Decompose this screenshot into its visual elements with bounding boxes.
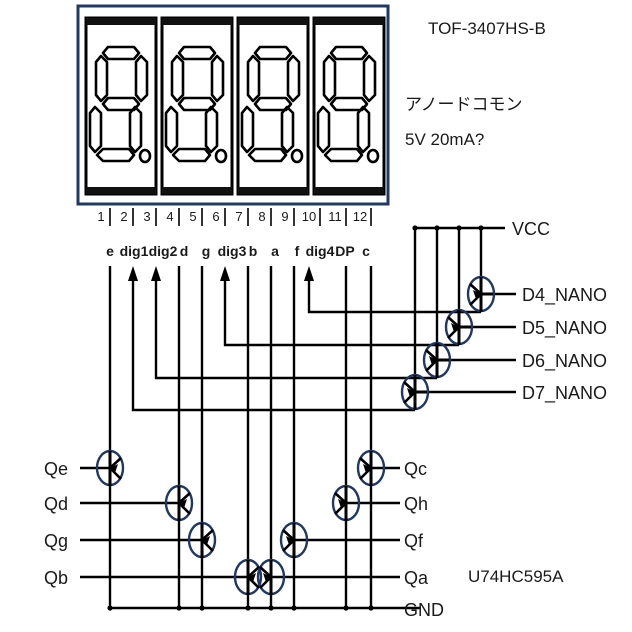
seven-segment-glyph-4 bbox=[316, 45, 380, 164]
arrow-dig4 bbox=[304, 266, 314, 281]
seven-segment-glyph-3 bbox=[240, 45, 304, 164]
arrow-dig3 bbox=[220, 266, 230, 281]
pin-label-b: b bbox=[249, 243, 258, 259]
pin-label-f: f bbox=[295, 243, 300, 259]
label-qb: Qb bbox=[44, 568, 68, 588]
pin-number-5: 5 bbox=[189, 209, 196, 224]
pin-label-g: g bbox=[202, 243, 211, 259]
label-d4-nano: D4_NANO bbox=[522, 285, 607, 306]
display-digit-3 bbox=[236, 16, 310, 196]
wire-dig3-to-d5 bbox=[223, 278, 459, 347]
label-qg: Qg bbox=[44, 531, 68, 551]
pin-number-4: 4 bbox=[166, 209, 173, 224]
pin-label-row: e dig1 dig2 d g dig3 b a f dig4 DP c bbox=[106, 243, 370, 259]
transistor-qg bbox=[187, 521, 217, 559]
label-qc: Qc bbox=[404, 459, 427, 479]
pin-number-1: 1 bbox=[97, 209, 104, 224]
display-module bbox=[76, 4, 390, 206]
label-qh: Qh bbox=[404, 494, 428, 514]
pin-number-row: 1 2 3 4 5 6 7 8 9 10 11 12 bbox=[97, 208, 372, 226]
label-shift-register: U74HC595A bbox=[468, 567, 564, 586]
pin-number-7: 7 bbox=[235, 209, 242, 224]
note-voltage-current: 5V 20mA? bbox=[405, 130, 484, 149]
transistor-d4 bbox=[466, 275, 496, 313]
label-d5-nano: D5_NANO bbox=[522, 318, 607, 339]
label-d7-nano: D7_NANO bbox=[522, 383, 607, 404]
transistor-qd bbox=[164, 484, 194, 522]
pin-number-12: 12 bbox=[353, 209, 367, 224]
pin-label-dig2: dig2 bbox=[149, 243, 178, 259]
wire-dig2-to-d6 bbox=[154, 278, 437, 380]
segment-driver-transistors-left bbox=[95, 449, 263, 596]
junction-dots bbox=[107, 225, 484, 611]
transistor-d7 bbox=[400, 373, 430, 411]
transistor-qc bbox=[356, 449, 386, 487]
pin-number-3: 3 bbox=[143, 209, 150, 224]
pin-number-10: 10 bbox=[302, 209, 316, 224]
label-d6-nano: D6_NANO bbox=[522, 351, 607, 372]
transistor-qe bbox=[95, 449, 125, 487]
arrow-dig2 bbox=[151, 266, 161, 281]
pin-label-a: a bbox=[271, 243, 279, 259]
display-digit-4 bbox=[312, 16, 386, 196]
label-qa: Qa bbox=[404, 568, 429, 588]
pin-label-dig1: dig1 bbox=[120, 243, 149, 259]
transistor-qa bbox=[256, 558, 286, 596]
note-anode-common: アノードコモン bbox=[405, 95, 522, 114]
pin-number-8: 8 bbox=[258, 209, 265, 224]
label-qd: Qd bbox=[44, 494, 68, 514]
pin-number-11: 11 bbox=[328, 209, 342, 224]
segment-driver-transistors-right bbox=[256, 449, 386, 596]
display-digit-1 bbox=[84, 16, 158, 196]
label-gnd: GND bbox=[404, 600, 444, 620]
pin-label-e: e bbox=[106, 243, 114, 259]
pin-label-d: d bbox=[180, 243, 189, 259]
transistor-qb bbox=[233, 558, 263, 596]
seven-segment-glyph-1 bbox=[88, 45, 152, 164]
display-digit-2 bbox=[160, 16, 234, 196]
transistor-qh bbox=[331, 484, 361, 522]
pin-number-9: 9 bbox=[281, 209, 288, 224]
wire-dig4-to-d4 bbox=[307, 278, 481, 314]
pin-number-2: 2 bbox=[120, 209, 127, 224]
wire-network bbox=[80, 226, 516, 610]
label-vcc: VCC bbox=[512, 219, 550, 239]
transistor-qf bbox=[279, 521, 309, 559]
pin-label-dig4: dig4 bbox=[306, 243, 335, 259]
wire-dig1-to-d7 bbox=[131, 278, 415, 412]
digit-driver-transistors bbox=[400, 275, 496, 411]
pin-label-dp: DP bbox=[335, 243, 354, 259]
pin-label-dig3: dig3 bbox=[218, 243, 247, 259]
label-qe: Qe bbox=[44, 459, 68, 479]
pin-label-c: c bbox=[362, 243, 370, 259]
arrow-dig1 bbox=[128, 266, 138, 281]
pin-number-6: 6 bbox=[212, 209, 219, 224]
seven-segment-glyph-2 bbox=[164, 45, 228, 164]
transistor-d5 bbox=[444, 308, 474, 346]
label-qf: Qf bbox=[404, 531, 424, 551]
part-number-label: TOF-3407HS-B bbox=[428, 19, 546, 38]
transistor-d6 bbox=[422, 341, 452, 379]
